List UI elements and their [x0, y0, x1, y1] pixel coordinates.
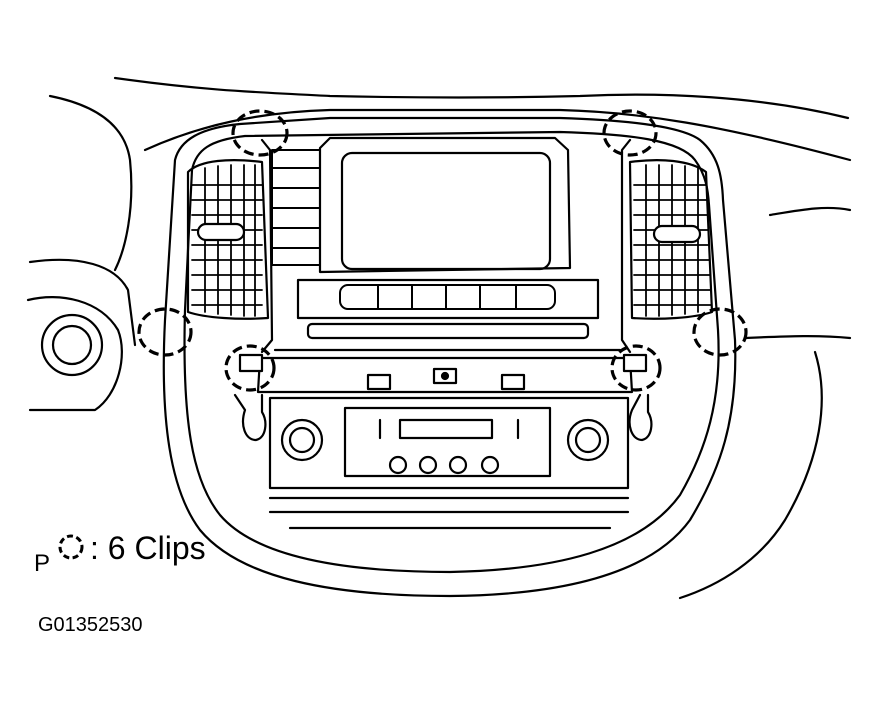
- figure-id: G01352530: [38, 614, 143, 636]
- clip-marker-mid-left: [137, 307, 193, 357]
- bracket-screw-hole: [440, 371, 450, 381]
- right-mount-tab: [628, 393, 653, 442]
- clip-marker-lower-right: [610, 344, 662, 392]
- clip-marker-lower-left: [224, 344, 276, 392]
- mounting-bracket: [256, 356, 634, 394]
- climate-knob-left: [280, 418, 324, 462]
- climate-knob-right-inner: [574, 426, 602, 454]
- climate-button-4: [480, 455, 500, 475]
- climate-knob-left-inner: [288, 426, 316, 454]
- right-vent-frame: [628, 159, 714, 320]
- climate-center-unit: [343, 406, 552, 478]
- clip-housing-lower-right: [622, 353, 648, 373]
- clip-marker-top-right: [602, 109, 658, 157]
- clip-housing-lower-left: [238, 353, 264, 373]
- dashboard-upper-line: [143, 108, 852, 162]
- left-trim-strip: [260, 138, 274, 354]
- display-screen: [340, 151, 552, 271]
- dashed-circle-icon: [58, 534, 84, 560]
- left-column-line: [28, 258, 137, 347]
- climate-button-1: [388, 455, 408, 475]
- button-strip-housing: [296, 278, 600, 320]
- bracket-tab-left: [366, 373, 392, 391]
- left-pillar-line: [48, 94, 133, 272]
- right-dash-line-1: [768, 206, 852, 217]
- right-trim-strip: [620, 138, 632, 354]
- climate-display: [398, 418, 494, 440]
- left-button-column: [271, 149, 321, 266]
- legend-label: : 6 Clips: [90, 530, 206, 566]
- left-mount-tab: [233, 393, 267, 442]
- steering-column-inner: [51, 324, 93, 366]
- left-vent-knob: [196, 222, 246, 242]
- clip-marker-top-left: [231, 109, 289, 157]
- right-lower-curve: [678, 350, 823, 600]
- center-bezel-outer: [162, 116, 737, 598]
- climate-button-2: [418, 455, 438, 475]
- center-bezel-inner: [183, 130, 720, 574]
- steering-column-outer: [40, 313, 104, 377]
- climate-panel-outer: [268, 396, 630, 490]
- climate-knob-right: [566, 418, 610, 462]
- slot-strip: [306, 322, 590, 340]
- clip-marker-mid-right: [692, 307, 748, 357]
- button-strip: [339, 284, 556, 310]
- right-vent-knob: [652, 224, 702, 244]
- climate-button-3: [448, 455, 468, 475]
- left-lower-line: [26, 296, 123, 412]
- bracket-tab-right: [500, 373, 526, 391]
- clip-legend: P : 6 Clips: [34, 528, 206, 578]
- legend-letter: P: [34, 550, 51, 577]
- display-surround: [318, 136, 572, 274]
- right-dash-line-2: [743, 335, 852, 340]
- dashboard-top-contour: [113, 76, 850, 120]
- left-vent-frame: [186, 159, 270, 320]
